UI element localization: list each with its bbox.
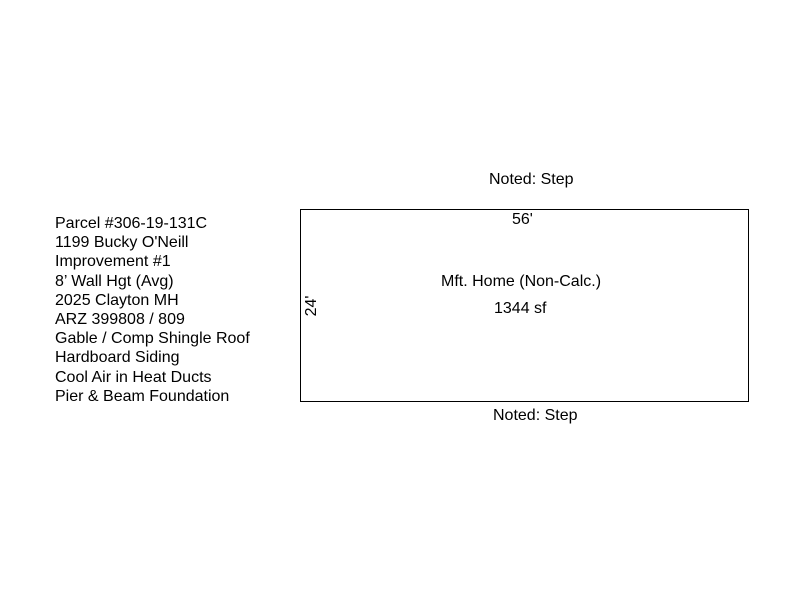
improvement-number: Improvement #1 bbox=[55, 253, 171, 271]
height-dimension: 24' bbox=[303, 295, 320, 317]
wall-height: 8’ Wall Hgt (Avg) bbox=[55, 272, 174, 290]
address: 1199 Bucky O'Neill bbox=[55, 234, 189, 252]
parcel-number: Parcel #306-19-131C bbox=[55, 215, 208, 232]
siding-type: Hardboard Siding bbox=[55, 349, 180, 367]
arz-number: ARZ 399808 / 809 bbox=[55, 311, 185, 329]
home-model: 2025 Clayton MH bbox=[55, 291, 179, 309]
cooling-type: Cool Air in Heat Ducts bbox=[55, 368, 212, 386]
floor-plan-outline bbox=[300, 209, 749, 402]
area-size: 1344 sf bbox=[494, 300, 547, 317]
note-top: Noted: Step bbox=[489, 171, 574, 188]
note-bottom: Noted: Step bbox=[493, 407, 578, 424]
property-info-list: Parcel #306-19-131C 1199 Bucky O'Neill I… bbox=[55, 214, 250, 406]
area-name: Mft. Home (Non-Calc.) bbox=[441, 273, 602, 290]
roof-type: Gable / Comp Shingle Roof bbox=[55, 330, 250, 348]
width-dimension: 56' bbox=[512, 211, 533, 228]
foundation-type: Pier & Beam Foundation bbox=[55, 387, 230, 405]
